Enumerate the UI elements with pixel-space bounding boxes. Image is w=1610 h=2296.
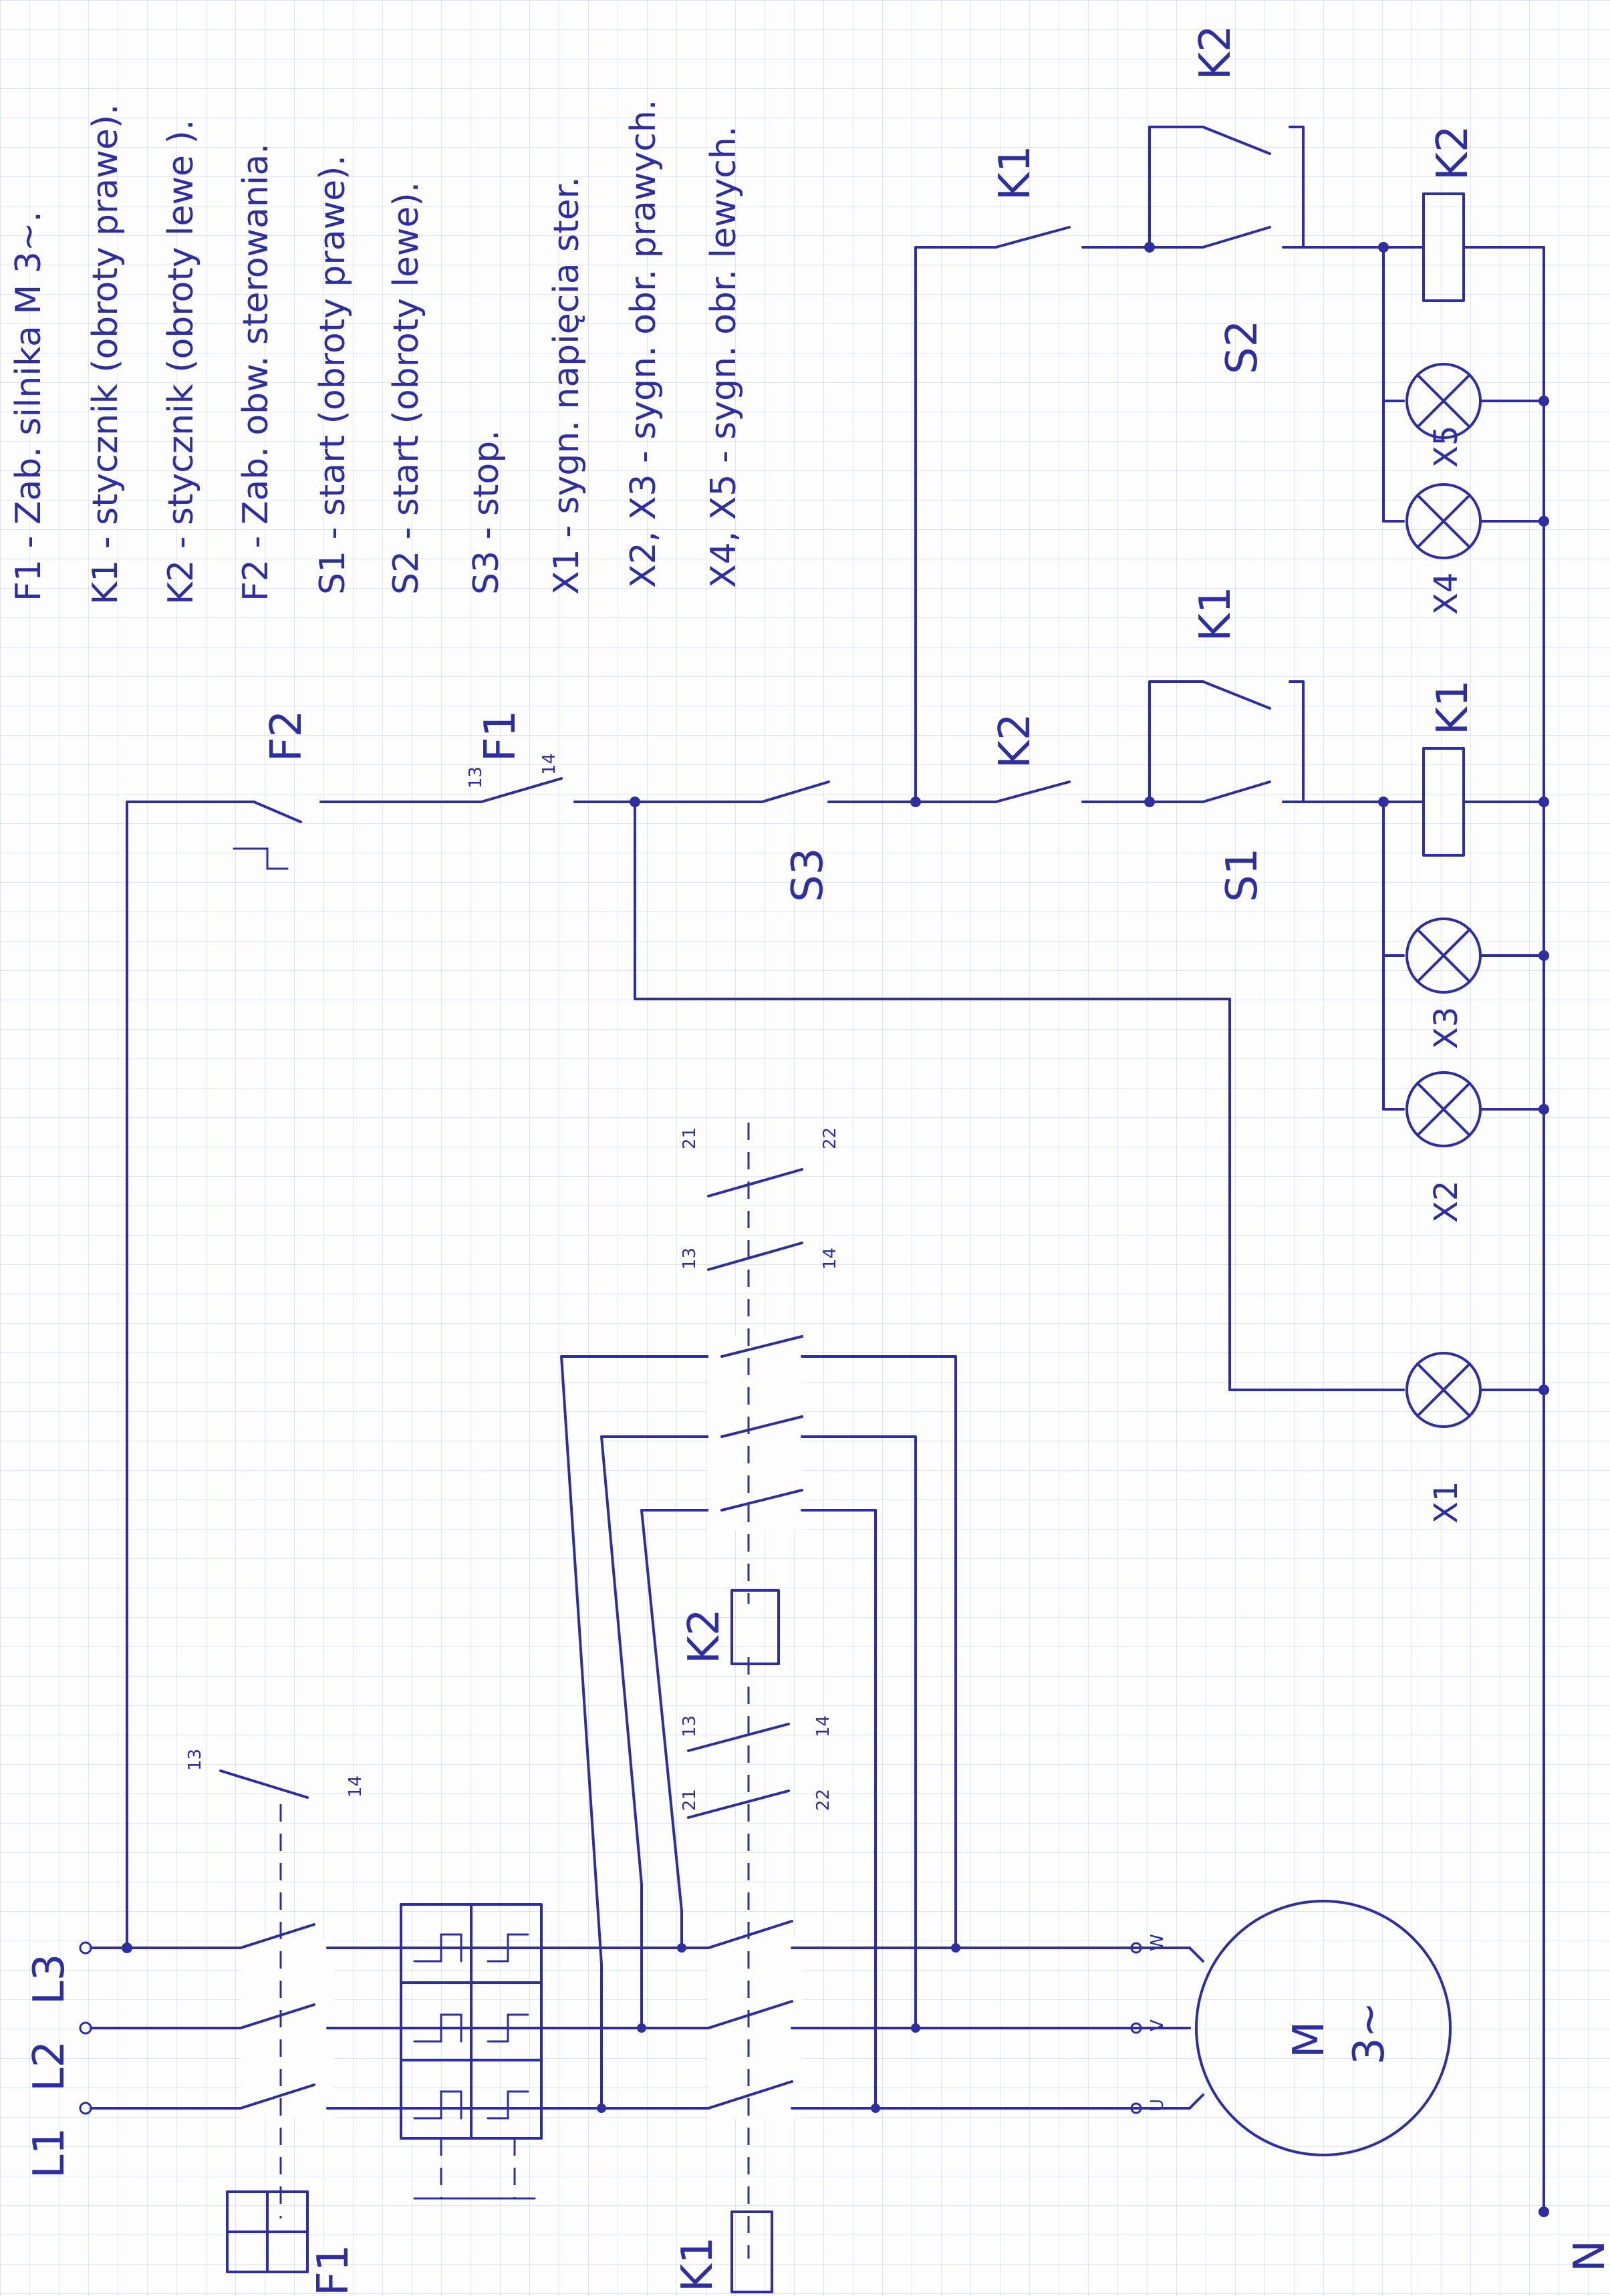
- lamp-icon: X5: [1405, 363, 1545, 468]
- svg-text:22: 22: [820, 1127, 840, 1149]
- terminal-l3-label: L3: [25, 1954, 74, 2005]
- legend: F1 - Zab. silnika M 3~. K1 - stycznik (o…: [9, 100, 744, 605]
- f1-aux-label: F1: [476, 710, 525, 762]
- k1-coil-label-ctl: K1: [1428, 680, 1478, 735]
- svg-text:14: 14: [539, 753, 559, 775]
- legend-line: S3 - stop.: [466, 430, 507, 595]
- motor-icon: M 3~ U V W: [1130, 1900, 1452, 2156]
- main-switch-contacts: [239, 1804, 336, 2218]
- lamp-x1-label: X1: [1428, 1481, 1465, 1524]
- svg-text:14: 14: [346, 1775, 366, 1798]
- motor-terminal-u: U: [1148, 2099, 1168, 2112]
- lamp-icon: X1: [1405, 1352, 1545, 1524]
- control-circuit: F2 F1 13 14 S3 K2 S1 K1 K1: [122, 25, 1545, 2213]
- power-circuit: F1 K1 K2: [90, 1123, 1452, 2296]
- svg-text:13: 13: [680, 1248, 700, 1270]
- svg-text:21: 21: [680, 1789, 700, 1811]
- svg-text:13: 13: [466, 766, 486, 788]
- legend-line: K1 - stycznik (obroty prawe).: [86, 104, 126, 605]
- s3-label: S3: [783, 848, 833, 902]
- lamp-icon: X4: [1405, 483, 1545, 615]
- supply-terminals: L1 L2 L3 N: [25, 1941, 1610, 2272]
- motor-symbol: M: [1285, 2021, 1334, 2058]
- k2-coil-label-ctl: K2: [1428, 125, 1478, 180]
- coil-icon: [730, 1589, 780, 1665]
- terminal-l1: [79, 2102, 92, 2115]
- thermal-relay-icon: F1: [226, 1903, 543, 2296]
- legend-line: X1 - sygn. napięcia ster.: [547, 176, 587, 595]
- lamp-icon: X2: [1405, 1071, 1545, 1223]
- k1-coil-label: K1: [673, 2237, 722, 2292]
- lamp-x3-label: X3: [1428, 1007, 1465, 1049]
- k2-aux-contacts: 13 14 21 22: [680, 1127, 840, 1271]
- s2-label: S2: [1218, 320, 1267, 374]
- legend-line: S1 - start (obroty prawe).: [313, 155, 353, 595]
- k1-aux-contacts: 13 14 13 14 21 22: [185, 1715, 833, 1819]
- thermal-relay-label: F1: [309, 2244, 358, 2296]
- motor-terminal-w: W: [1148, 1934, 1168, 1951]
- terminal-l1-label: L1: [25, 2128, 74, 2178]
- motor-phase: 3~: [1345, 2002, 1394, 2065]
- coil-icon: [1422, 747, 1465, 857]
- k2-main-contacts: K2: [560, 1123, 960, 2113]
- coil-icon: [1422, 192, 1465, 302]
- terminal-n-label: N: [1565, 2240, 1610, 2272]
- lamps: X5 X4 X3 X2 X1: [1405, 363, 1549, 1524]
- legend-line: F1 - Zab. silnika M 3~.: [9, 211, 49, 601]
- svg-text:22: 22: [813, 1789, 833, 1811]
- terminal-l3: [79, 1941, 92, 1955]
- terminal-l2: [79, 2021, 92, 2035]
- lamp-x5-label: X5: [1428, 426, 1465, 468]
- k2-nc-label: K2: [990, 713, 1040, 768]
- legend-line: X4, X5 - sygn. obr. lewych.: [704, 126, 744, 589]
- k1-hold-label: K1: [1191, 586, 1240, 641]
- legend-line: K2 - stycznik (obroty lewe ).: [161, 120, 201, 605]
- svg-text:14: 14: [820, 1248, 840, 1270]
- lamp-icon: X3: [1405, 917, 1545, 1049]
- s1-label: S1: [1218, 848, 1267, 902]
- f2-label: F2: [262, 710, 311, 762]
- svg-text:13: 13: [185, 1749, 205, 1771]
- motor-terminal-v: V: [1148, 2019, 1168, 2031]
- k1-nc-label: K1: [990, 145, 1040, 200]
- coil-icon: [730, 2210, 773, 2293]
- legend-line: S2 - start (obroty lewe).: [386, 182, 426, 595]
- svg-text:13: 13: [680, 1715, 700, 1737]
- k1-main-contacts: K1: [673, 1657, 803, 2293]
- lamp-x2-label: X2: [1428, 1181, 1465, 1223]
- terminal-l2-label: L2: [25, 2041, 74, 2092]
- legend-line: F2 - Zab. obw. sterowania.: [236, 143, 276, 601]
- legend-line: X2, X3 - sygn. obr. prawych.: [624, 100, 664, 588]
- svg-text:14: 14: [813, 1715, 833, 1737]
- k2-hold-label: K2: [1191, 25, 1240, 80]
- k2-coil-label: K2: [680, 1608, 729, 1664]
- lamp-x4-label: X4: [1428, 573, 1465, 615]
- svg-text:21: 21: [680, 1127, 700, 1149]
